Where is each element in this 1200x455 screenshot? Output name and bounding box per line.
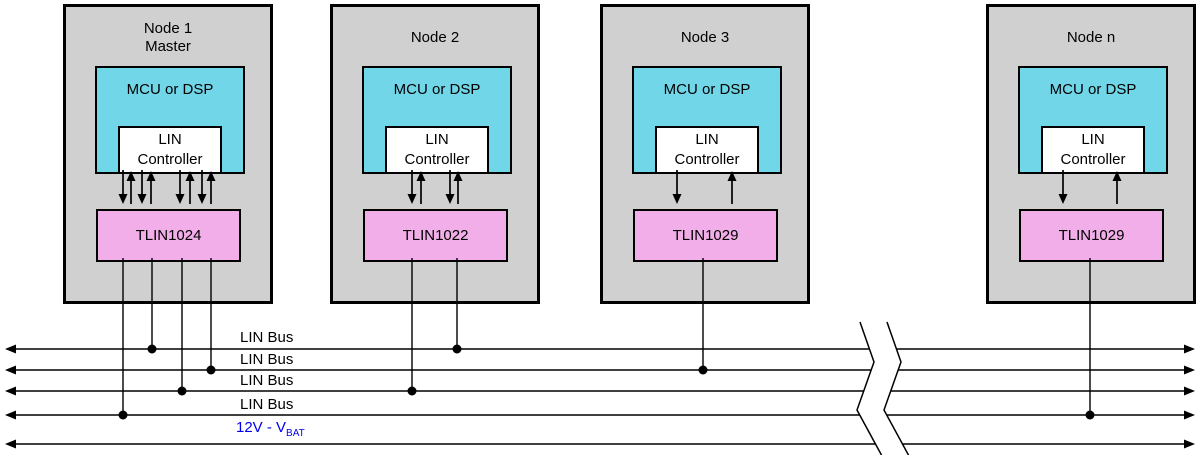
transceiver-box: TLIN1022 — [363, 209, 508, 262]
node-1-title: Node 1 Master — [66, 17, 270, 59]
bus-break-mark-right — [883, 321, 910, 455]
node-3-box: Node 3 MCU or DSP LIN Controller TLIN102… — [600, 4, 810, 304]
node-n-title: Node n — [989, 17, 1193, 59]
bus-break-gap — [857, 322, 909, 455]
controller-label-line1: LIN — [695, 131, 719, 148]
controller-label-line1: LIN — [1081, 131, 1105, 148]
connection-dot — [147, 344, 157, 354]
lin-controller-box: LIN Controller — [385, 126, 489, 174]
mcu-label: MCU or DSP — [1049, 81, 1137, 98]
battery-bus-label-subscript: BAT — [286, 428, 305, 439]
controller-label-line1: LIN — [158, 131, 182, 148]
node-title-line1: Node 2 — [410, 29, 460, 46]
mcu-label: MCU or DSP — [126, 81, 214, 98]
node-title-line1: Node n — [1066, 29, 1116, 46]
bus-label-1: LIN Bus — [240, 329, 294, 346]
transceiver-box: TLIN1029 — [1019, 209, 1164, 262]
node-n-box: Node n MCU or DSP LIN Controller TLIN102… — [986, 4, 1196, 304]
connection-dot — [407, 386, 417, 396]
node-2-title: Node 2 — [333, 17, 537, 59]
node-3-title: Node 3 — [603, 17, 807, 59]
connection-dot — [1085, 410, 1095, 420]
bus-label-4: LIN Bus — [240, 396, 294, 413]
connection-dot — [206, 365, 216, 375]
connection-dot — [452, 344, 462, 354]
controller-label-line2: Controller — [137, 151, 203, 168]
lin-controller-box: LIN Controller — [118, 126, 222, 174]
lin-controller-box: LIN Controller — [1041, 126, 1145, 174]
node-title-line1: Node 3 — [680, 29, 730, 46]
bus-label-3: LIN Bus — [240, 372, 294, 389]
node-2-box: Node 2 MCU or DSP LIN Controller TLIN102… — [330, 4, 540, 304]
connection-dot — [698, 365, 708, 375]
bus-label-2: LIN Bus — [240, 351, 294, 368]
controller-label-line1: LIN — [425, 131, 449, 148]
lin-controller-box: LIN Controller — [655, 126, 759, 174]
node-1-box: Node 1 Master MCU or DSP LIN Controller … — [63, 4, 273, 304]
bus-break-mark-left — [856, 321, 883, 455]
controller-label-line2: Controller — [404, 151, 470, 168]
transceiver-label: TLIN1022 — [402, 227, 469, 244]
transceiver-box: TLIN1029 — [633, 209, 778, 262]
transceiver-label: TLIN1024 — [135, 227, 202, 244]
node-title-line1: Node 1 — [143, 20, 193, 37]
mcu-label: MCU or DSP — [393, 81, 481, 98]
controller-label-line2: Controller — [1060, 151, 1126, 168]
battery-bus-label: 12V - VBAT — [236, 419, 305, 442]
controller-label-line2: Controller — [674, 151, 740, 168]
connection-dot — [177, 386, 187, 396]
connection-dot — [118, 410, 128, 420]
transceiver-box: TLIN1024 — [96, 209, 241, 262]
transceiver-label: TLIN1029 — [672, 227, 739, 244]
transceiver-label: TLIN1029 — [1058, 227, 1125, 244]
battery-bus-label-text: 12V - V — [236, 419, 287, 436]
node-title-line2: Master — [145, 38, 191, 55]
mcu-label: MCU or DSP — [663, 81, 751, 98]
